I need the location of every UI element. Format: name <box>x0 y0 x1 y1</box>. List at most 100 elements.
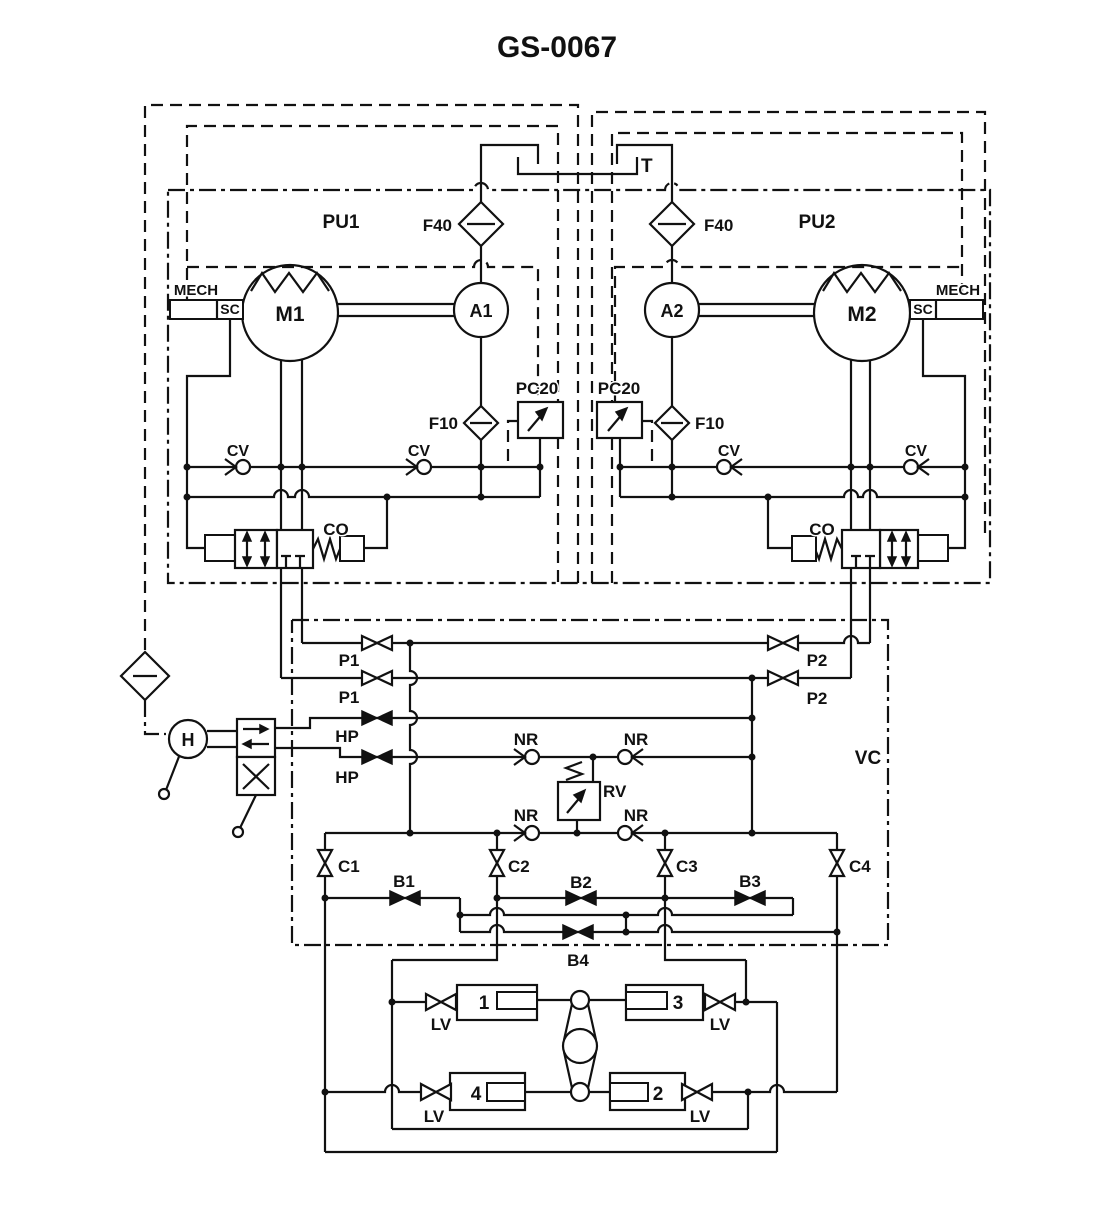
label-nr-2: NR <box>624 730 649 749</box>
filter-suction-icon <box>119 650 171 702</box>
winding-icon <box>822 270 902 294</box>
label-b1: B1 <box>393 872 415 891</box>
label-c3: C3 <box>676 857 698 876</box>
mech-sc-left <box>169 299 244 320</box>
valve-p2-lower-icon <box>766 669 800 687</box>
label-hp-lower: HP <box>335 768 359 787</box>
label-sc-right: SC <box>913 301 932 317</box>
check-valve-nr-1-icon <box>513 748 541 766</box>
label-p1-upper: P1 <box>339 651 360 670</box>
boundary-vc-unit <box>290 618 890 947</box>
label-tank: T <box>641 156 653 177</box>
label-cyl-4: 4 <box>471 1084 482 1105</box>
label-p2-lower: P2 <box>807 689 828 708</box>
label-f40-right: F40 <box>704 216 733 235</box>
relief-valve-rv <box>556 760 602 822</box>
label-nr-4: NR <box>624 806 649 825</box>
motor-m1 <box>240 263 340 363</box>
winding-icon <box>250 270 330 294</box>
label-cv-2: CV <box>408 443 431 460</box>
label-pu1: PU1 <box>323 212 360 233</box>
motor-m2 <box>812 263 912 363</box>
spring-icon <box>562 760 586 782</box>
spring-icon <box>312 535 342 563</box>
label-nr-3: NR <box>514 806 539 825</box>
pipes-hand-pump <box>164 729 257 829</box>
closed-x-icon <box>242 763 270 790</box>
check-valve-cv-4-icon <box>902 458 930 476</box>
label-lv-3: LV <box>710 1015 731 1034</box>
label-mech-right: MECH <box>936 282 980 299</box>
filter-f40-left-icon <box>457 200 505 248</box>
filter-f10-right-icon <box>653 404 691 442</box>
label-f40-left: F40 <box>423 216 452 235</box>
label-p2-upper: P2 <box>807 651 828 670</box>
check-valve-nr-3-icon <box>513 824 541 842</box>
label-cv-3: CV <box>718 443 741 460</box>
label-cv-1: CV <box>227 443 250 460</box>
valve-c4-icon <box>828 848 846 878</box>
valve-lv-3-icon <box>703 992 737 1012</box>
label-nr-1: NR <box>514 730 539 749</box>
check-valve-nr-4-icon <box>616 824 644 842</box>
label-p1-lower: P1 <box>339 688 360 707</box>
label-lv-1: LV <box>431 1015 452 1034</box>
label-hp-upper: HP <box>335 727 359 746</box>
boundary-machine <box>166 181 992 585</box>
valve-p1-upper-icon <box>360 634 394 652</box>
cylinder-1 <box>455 983 539 1022</box>
label-cyl-3: 3 <box>673 993 684 1014</box>
label-f10-right: F10 <box>695 414 724 433</box>
cylinder-4 <box>448 1071 527 1112</box>
label-lv-2: LV <box>690 1107 711 1126</box>
solenoid-valve-co-left <box>204 528 365 570</box>
label-c4: C4 <box>849 857 871 876</box>
junction-dots <box>183 463 969 1096</box>
valve-b1-icon <box>389 889 421 907</box>
check-valve-cv-3-icon <box>715 458 743 476</box>
label-b3: B3 <box>739 872 761 891</box>
label-vc: VC <box>855 748 882 769</box>
valve-hp-lower-icon <box>361 748 393 766</box>
valve-hp-upper-icon <box>361 709 393 727</box>
label-b2: B2 <box>570 873 592 892</box>
label-pu2: PU2 <box>799 212 836 233</box>
valve-lv-2-icon <box>680 1082 714 1102</box>
label-lv-4: LV <box>424 1107 445 1126</box>
filter-f40-right-icon <box>648 200 696 248</box>
cylinder-3 <box>624 983 705 1022</box>
boundary-pump-unit-1 <box>185 124 560 583</box>
hand-valve <box>231 717 277 839</box>
valve-p2-upper-icon <box>766 634 800 652</box>
valve-lv-4-icon <box>419 1082 453 1102</box>
valve-b4-icon <box>562 923 594 941</box>
label-pc20-right: PC20 <box>598 379 641 398</box>
label-cv-4: CV <box>905 443 928 460</box>
lever-knob-icon <box>157 787 171 801</box>
label-pc20-left: PC20 <box>516 379 559 398</box>
cylinder-2 <box>608 1071 687 1112</box>
pressure-control-pc20-right <box>595 400 644 440</box>
label-co-right: CO <box>809 520 835 539</box>
valve-c3-icon <box>656 848 674 878</box>
boundary-sub-left <box>187 258 540 464</box>
valve-lv-1-icon <box>424 992 458 1012</box>
page-title: GS-0067 <box>497 31 617 64</box>
valve-b3-icon <box>734 889 766 907</box>
hand-pump-h <box>157 718 209 801</box>
label-a1: A1 <box>469 301 492 321</box>
label-sc-left: SC <box>220 301 239 317</box>
label-mech-left: MECH <box>174 282 218 299</box>
label-c1: C1 <box>338 857 360 876</box>
boundary-outer-left <box>143 103 580 736</box>
filter-f10-left-icon <box>462 404 500 442</box>
label-cyl-1: 1 <box>479 993 490 1014</box>
label-a2: A2 <box>660 301 683 321</box>
lever-knob-icon <box>231 825 245 839</box>
pressure-control-pc20-left <box>516 400 565 440</box>
pump-a1 <box>452 281 510 339</box>
valve-c1-icon <box>316 848 334 878</box>
check-valve-nr-2-icon <box>616 748 644 766</box>
